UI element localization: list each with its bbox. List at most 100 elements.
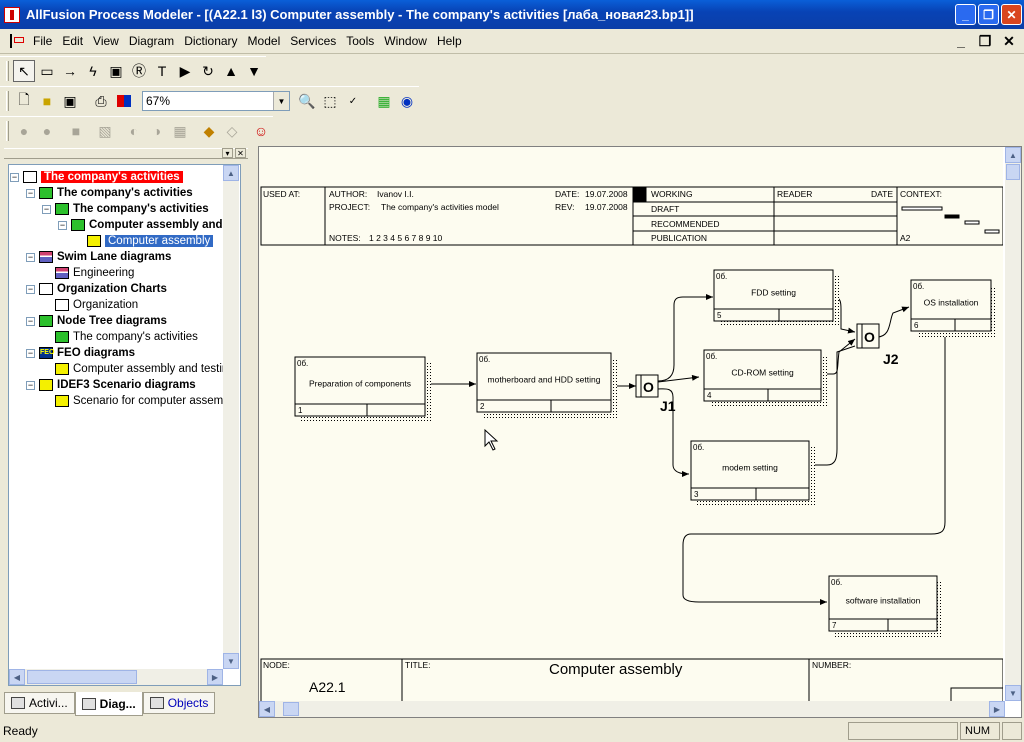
box-frame[interactable]	[294, 356, 426, 417]
tree-item[interactable]: Engineering	[55, 265, 134, 281]
menu-model[interactable]: Model	[247, 34, 281, 48]
scroll-up-icon[interactable]: ▲	[1005, 147, 1021, 163]
split-icon[interactable]: ◑	[152, 123, 162, 139]
vertical-scrollbar[interactable]: ▲ ▼	[1005, 147, 1021, 701]
tree-item[interactable]: The company's activities	[55, 329, 198, 345]
go-up-icon[interactable]: ▲	[224, 63, 238, 79]
color-icon[interactable]	[113, 90, 135, 112]
box-frame[interactable]	[690, 440, 810, 501]
scroll-down-icon[interactable]: ▼	[223, 653, 239, 669]
toolbar-grip[interactable]	[6, 61, 9, 81]
tree-item[interactable]: Organization	[55, 297, 138, 313]
merge-icon[interactable]: ◐	[129, 123, 139, 139]
doc-minimize-button[interactable]: _	[957, 33, 965, 49]
scroll-down-icon[interactable]: ▼	[1005, 685, 1021, 701]
chevron-down-icon[interactable]: ▼	[273, 92, 289, 110]
vertical-scroll-thumb[interactable]	[1006, 164, 1020, 180]
tree-collapse-icon[interactable]: −	[26, 284, 35, 294]
tree-item[interactable]: The company's activities	[23, 169, 183, 185]
scroll-left-icon[interactable]: ◀	[9, 669, 25, 685]
junction-j1[interactable]: O J1	[635, 374, 676, 414]
grid-icon[interactable]: ▦	[173, 122, 187, 139]
new-file-icon[interactable]: 🗋	[18, 91, 30, 107]
toolbar-grip[interactable]	[6, 91, 9, 111]
pane-close-icon[interactable]: ✕	[235, 148, 246, 158]
text-tool-icon[interactable]: T	[157, 63, 167, 79]
junction-j2[interactable]: O J2	[856, 323, 899, 367]
menu-tools[interactable]: Tools	[346, 34, 375, 48]
tree-collapse-icon[interactable]: −	[58, 220, 67, 230]
menu-help[interactable]: Help	[436, 34, 462, 48]
referent-tool-icon[interactable]: ▣	[109, 62, 123, 79]
menu-dictionary[interactable]: Dictionary	[184, 34, 238, 48]
maximize-button[interactable]: ❐	[978, 4, 999, 25]
lock-icon[interactable]: ■	[71, 123, 81, 139]
toolbar-grip[interactable]	[6, 121, 9, 141]
idef3-diagram[interactable]: USED AT: AUTHOR: Ivanov I.I. PROJECT: Th…	[259, 147, 1003, 701]
tree-item[interactable]: Swim Lane diagrams	[39, 249, 171, 265]
model-tree[interactable]: −The company's activities−The company's …	[8, 164, 241, 686]
color-tool-icon[interactable]: ◆	[203, 122, 215, 139]
tree-collapse-icon[interactable]: −	[26, 188, 35, 198]
close-button[interactable]: ✕	[1001, 4, 1022, 25]
menu-window[interactable]: Window	[384, 34, 427, 48]
reference-tool-icon[interactable]: Ⓡ	[132, 63, 146, 79]
spell-check-icon[interactable]: ✓	[348, 95, 358, 107]
box-frame[interactable]	[713, 269, 834, 322]
tree-collapse-icon[interactable]: −	[42, 204, 51, 214]
zoom-fit-icon[interactable]: ⬚	[323, 92, 337, 109]
tree-collapse-icon[interactable]: −	[10, 172, 19, 182]
tree-collapse-icon[interactable]: −	[26, 348, 35, 358]
tree-collapse-icon[interactable]: −	[26, 316, 35, 326]
model-explorer-icon[interactable]: ▦	[377, 92, 391, 109]
disconnect-icon[interactable]: ●	[42, 123, 52, 139]
menu-services[interactable]: Services	[290, 34, 337, 48]
squiggle-tool-icon[interactable]: ϟ	[89, 63, 97, 79]
tab-activities[interactable]: Activi...	[4, 692, 75, 714]
print-icon[interactable]: ⎙	[95, 92, 107, 109]
scroll-up-icon[interactable]: ▲	[223, 165, 239, 181]
menu-view[interactable]: View	[93, 34, 119, 48]
model-mart-icon[interactable]: ◉	[400, 92, 414, 109]
go-down-icon[interactable]: ▼	[247, 63, 261, 79]
open-folder-icon[interactable]: ■	[42, 93, 52, 109]
doc-restore-button[interactable]: ❐	[978, 32, 992, 49]
scroll-left-icon[interactable]: ◀	[259, 701, 275, 717]
tree-item[interactable]: Organization Charts	[39, 281, 167, 297]
horizontal-scrollbar[interactable]: ◀ ▶	[259, 701, 1005, 717]
save-icon[interactable]: ▣	[63, 92, 77, 109]
tree-item[interactable]: The company's activities	[55, 201, 209, 217]
go-to-child-icon[interactable]: ▶	[179, 62, 191, 79]
zoom-select[interactable]: 67%▼	[142, 91, 290, 111]
library-icon[interactable]: ◇	[226, 122, 238, 139]
arrow-tool-icon[interactable]: →	[63, 63, 77, 79]
tab-objects[interactable]: Objects	[142, 692, 216, 714]
tree-item[interactable]: Computer assembly and	[71, 217, 223, 233]
tree-item[interactable]: Computer assembly	[87, 233, 214, 249]
pointer-tool-icon[interactable]: ↖	[13, 60, 35, 82]
box-frame[interactable]	[910, 279, 992, 332]
tree-scroll-thumb[interactable]	[27, 670, 137, 684]
scroll-right-icon[interactable]: ▶	[207, 669, 223, 685]
tree-item[interactable]: Node Tree diagrams	[39, 313, 167, 329]
connect-icon[interactable]: ●	[19, 123, 29, 139]
report-icon[interactable]: ▧	[98, 122, 112, 139]
box-tool-icon[interactable]: ▭	[40, 62, 54, 79]
tree-item[interactable]: Scenario for computer assembly	[55, 393, 238, 409]
tree-collapse-icon[interactable]: −	[26, 252, 35, 262]
sibling-icon[interactable]: ↻	[202, 62, 214, 79]
zoom-in-icon[interactable]: 🔍	[298, 92, 316, 109]
menu-edit[interactable]: Edit	[62, 34, 84, 48]
tree-horizontal-scrollbar[interactable]: ◀▶	[9, 669, 223, 685]
tree-item[interactable]: The company's activities	[39, 185, 193, 201]
pane-pin-icon[interactable]: ▾	[222, 148, 233, 158]
box-frame[interactable]	[476, 352, 612, 413]
scroll-right-icon[interactable]: ▶	[989, 701, 1005, 717]
